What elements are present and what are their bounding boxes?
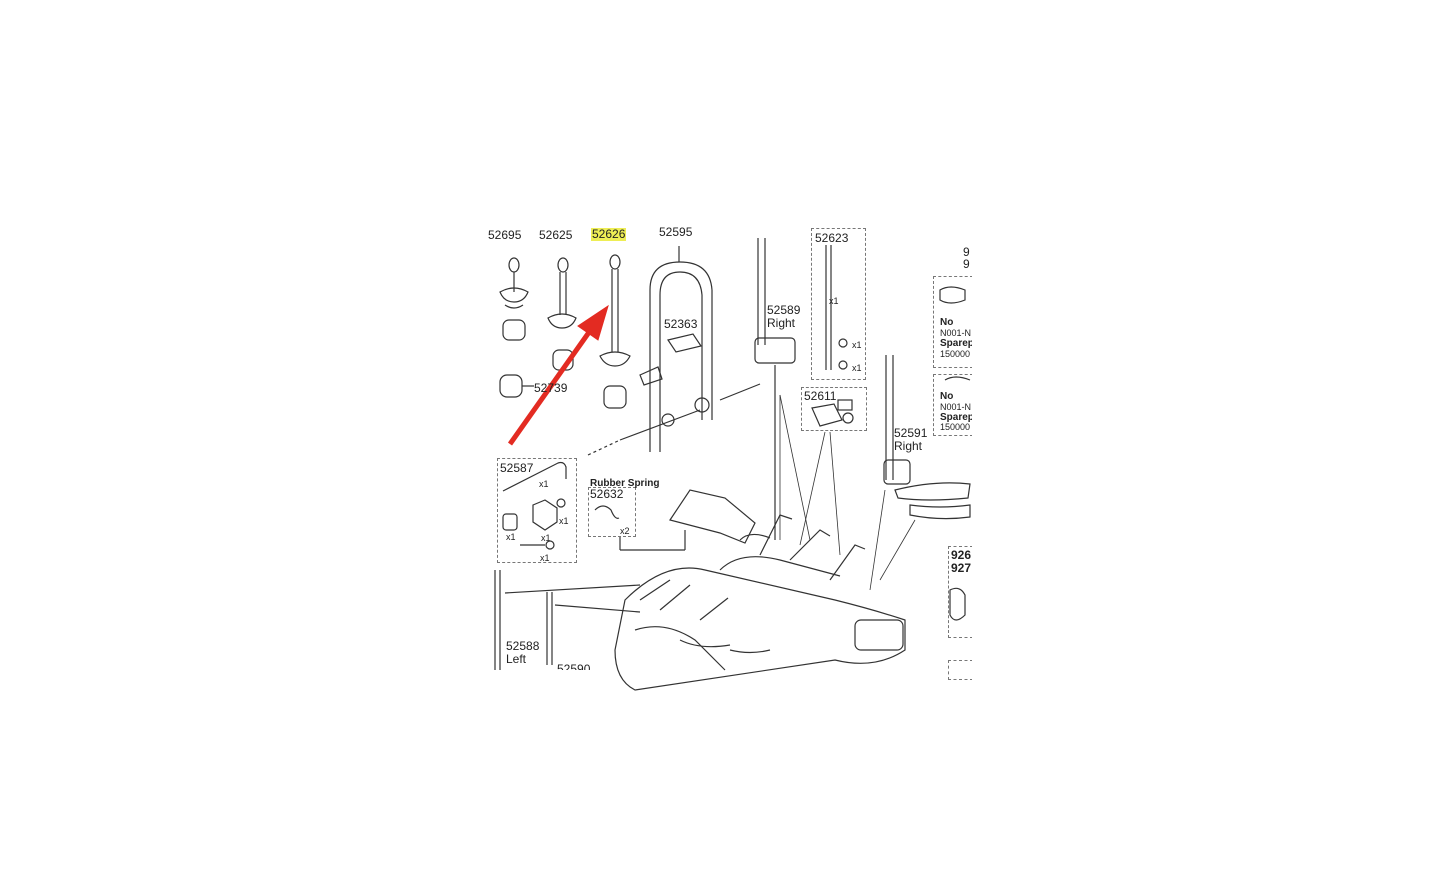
right-partial-spare: Sparepa xyxy=(940,338,980,349)
right-partial-no: No xyxy=(940,317,954,328)
frame-52595 xyxy=(649,246,713,452)
part-label-52595: 52595 xyxy=(659,225,693,239)
qty-mark: x1 xyxy=(559,516,569,526)
rubber-spring-title: Rubber Spring xyxy=(590,478,660,489)
part-label-52591-side: Right xyxy=(894,439,923,453)
part-label-52626-highlighted: 52626 xyxy=(591,227,627,241)
clamp-52695 xyxy=(499,257,529,341)
part-label-52623: 52623 xyxy=(815,231,849,245)
right-partial-ref: N001-N xyxy=(940,402,972,412)
part-label-52632: 52632 xyxy=(590,487,624,501)
buckle-52611 xyxy=(811,403,843,427)
qty-mark: x1 xyxy=(852,363,862,373)
box-52632 xyxy=(588,487,636,537)
light-unit xyxy=(669,489,756,544)
bracket-52363 xyxy=(667,333,702,353)
arm-52589 xyxy=(754,238,796,540)
clamp-52626 xyxy=(599,254,631,409)
right-partial-num: 150000 xyxy=(940,422,971,432)
qty-mark: x1 xyxy=(829,296,839,306)
part-label-52590-partial: 52590 xyxy=(557,663,591,670)
clamp-52625 xyxy=(547,257,577,371)
part-label-52625: 52625 xyxy=(539,228,573,242)
right-partial-ref: N001-N xyxy=(940,328,972,338)
knob-52739 xyxy=(499,374,523,398)
part-label-52587: 52587 xyxy=(500,461,534,475)
part-label-52588-side: Left xyxy=(506,652,527,666)
right-partial-num: 150000 xyxy=(940,349,971,359)
part-label-52739: 52739 xyxy=(534,381,568,395)
kit-52587 xyxy=(502,461,567,550)
box-52623 xyxy=(811,228,866,380)
part-label-52695: 52695 xyxy=(488,228,522,242)
spring-52632 xyxy=(594,505,620,519)
qty-mark: x1 xyxy=(506,532,516,542)
right-partial-label: 9 xyxy=(963,257,970,271)
pointer-arrow xyxy=(507,304,609,446)
qty-mark: x1 xyxy=(539,479,549,489)
part-label-52591: 52591 xyxy=(894,426,928,440)
part-label-52589: 52589 xyxy=(767,303,801,317)
bike-carrier-body xyxy=(614,514,906,691)
right-partial-927: 927 xyxy=(951,561,972,575)
qty-mark: x1 xyxy=(541,533,551,543)
part-label-52611: 52611 xyxy=(804,389,837,403)
qty-mark: x1 xyxy=(852,340,862,350)
right-partial-label: 9 xyxy=(963,245,970,259)
box-right-4 xyxy=(948,660,973,680)
arm-52591 xyxy=(883,355,971,520)
part-label-52588: 52588 xyxy=(506,639,540,653)
right-crop-mask xyxy=(972,220,1012,700)
part-label-52589-side: Right xyxy=(767,316,796,330)
qty-mark: x2 xyxy=(620,526,630,536)
box-52611 xyxy=(801,387,867,431)
right-partial-926: 926 xyxy=(951,548,972,562)
qty-mark: x1 xyxy=(540,553,550,563)
part-label-52363: 52363 xyxy=(664,317,698,331)
right-partial-no: No xyxy=(940,391,954,402)
box-52587 xyxy=(497,458,577,563)
right-partial-spare: Sparepa xyxy=(940,412,980,423)
